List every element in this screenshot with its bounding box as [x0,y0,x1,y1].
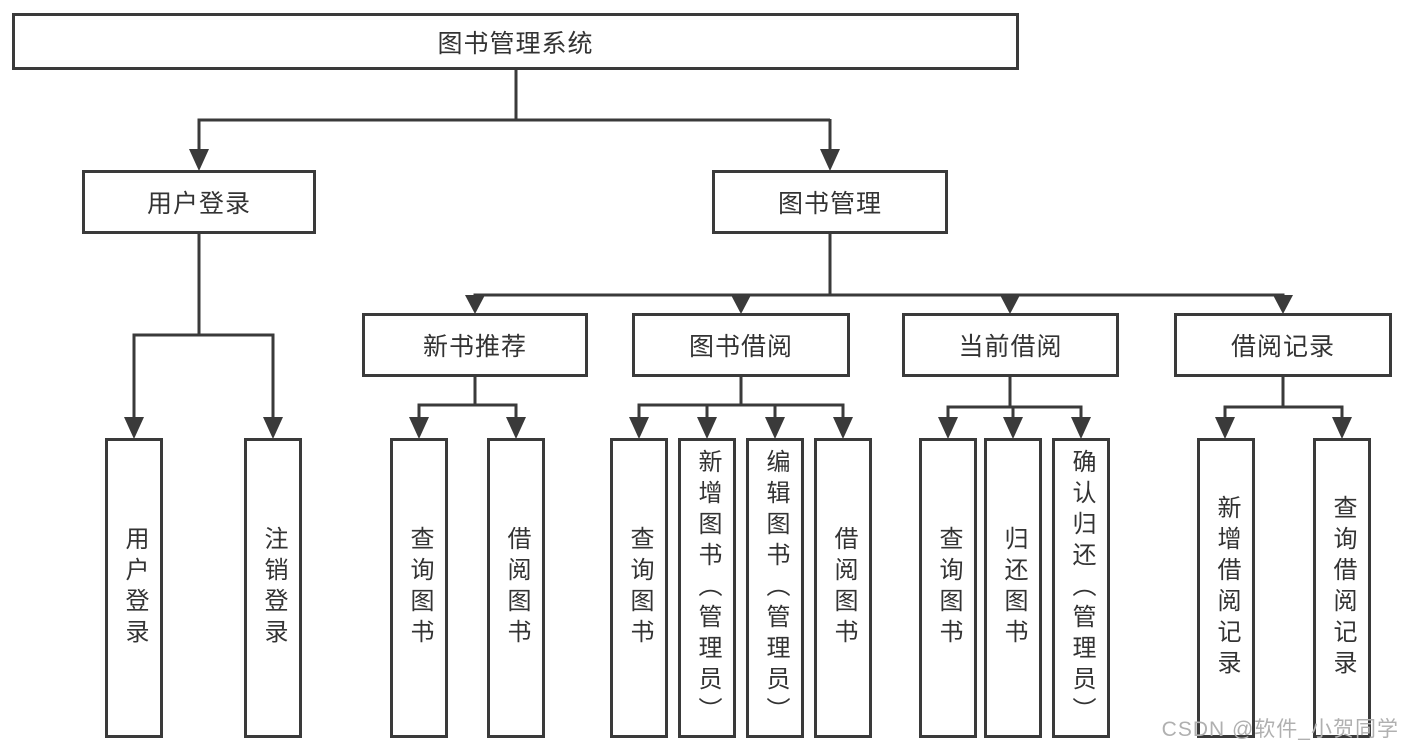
node-new-book-recommend: 新书推荐 [362,313,588,377]
arrowhead-icon [263,417,283,439]
node-current-borrow: 当前借阅 [902,313,1119,377]
arrowhead-icon [1071,417,1091,439]
arrowhead-icon [124,417,144,439]
connector-userlogin-children [132,233,275,420]
connector-borrow-children [637,377,845,420]
arrowhead-icon [1215,417,1235,439]
arrowhead-icon [189,149,209,171]
arrowhead-icon [833,417,853,439]
node-leaf-add-book-admin: 新增图书（管理员） [678,438,736,738]
arrowhead-icon [765,417,785,439]
arrowhead-icon [465,295,485,314]
node-leaf-query-book-recommend: 查询图书 [390,438,448,738]
node-leaf-borrow-book-recommend: 借阅图书 [487,438,545,738]
arrowhead-icon [820,149,840,171]
node-leaf-borrow-book: 借阅图书 [814,438,872,738]
connector-current-children [946,377,1083,421]
arrowhead-icon [1332,417,1352,439]
node-leaf-user-login: 用户登录 [105,438,163,738]
arrowhead-icon [1273,295,1293,314]
node-leaf-logout: 注销登录 [244,438,302,738]
node-user-login-branch: 用户登录 [82,170,316,234]
node-leaf-query-borrow-record: 查询借阅记录 [1313,438,1371,738]
node-leaf-edit-book-admin: 编辑图书（管理员） [746,438,804,738]
connector-root-to-level2 [197,70,832,152]
arrowhead-icon [409,417,429,439]
node-book-borrow: 图书借阅 [632,313,850,377]
arrowhead-icon [629,417,649,439]
node-leaf-confirm-return-admin: 确认归还（管理员） [1052,438,1110,738]
arrowhead-icon [1003,417,1023,439]
csdn-watermark: CSDN @软件_小贺同学 [1161,718,1399,741]
node-leaf-return-book: 归还图书 [984,438,1042,738]
arrowhead-icon [1000,295,1020,314]
node-leaf-query-book-borrow: 查询图书 [610,438,668,738]
arrowhead-icon [506,417,526,439]
arrowhead-icon [731,295,751,314]
connector-newbook-children [417,377,518,420]
connector-bookmgmt-children [473,233,1285,298]
arrowhead-icon [697,417,717,439]
node-borrow-records: 借阅记录 [1174,313,1392,377]
connector-records-children [1223,377,1344,421]
node-leaf-query-book-current: 查询图书 [919,438,977,738]
node-root: 图书管理系统 [12,13,1019,70]
node-leaf-add-borrow-record: 新增借阅记录 [1197,438,1255,738]
node-book-management-branch: 图书管理 [712,170,948,234]
arrowhead-icon [938,417,958,439]
